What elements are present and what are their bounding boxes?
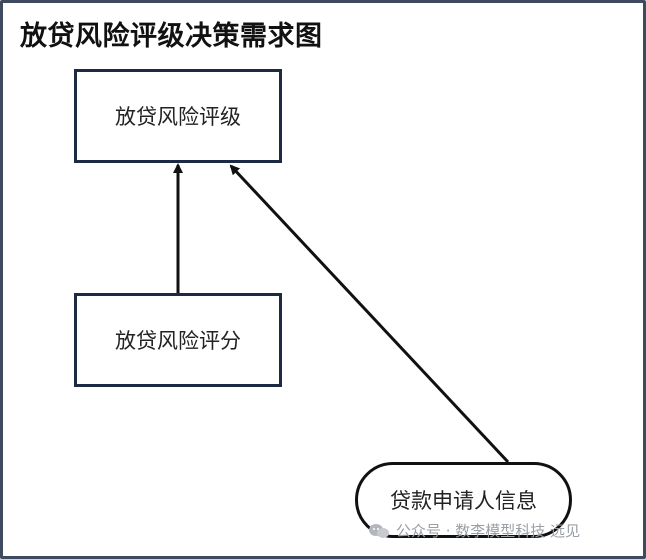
node-applicant-info-label: 贷款申请人信息 (390, 489, 537, 513)
node-loan-risk-rating-label: 放贷风险评级 (115, 105, 241, 129)
node-applicant-info: 贷款申请人信息 (355, 462, 572, 538)
wechat-icon (368, 523, 390, 539)
node-loan-risk-rating: 放贷风险评级 (74, 69, 282, 163)
node-loan-risk-score-label: 放贷风险评分 (115, 329, 241, 353)
watermark: 公众号 · 数李模型科技 远见 (368, 520, 580, 541)
diagram-title: 放贷风险评级决策需求图 (20, 21, 323, 52)
watermark-text: 公众号 · 数李模型科技 远见 (396, 522, 581, 540)
node-loan-risk-score: 放贷风险评分 (74, 293, 282, 387)
edge-applicant-to-rating (229, 164, 510, 464)
